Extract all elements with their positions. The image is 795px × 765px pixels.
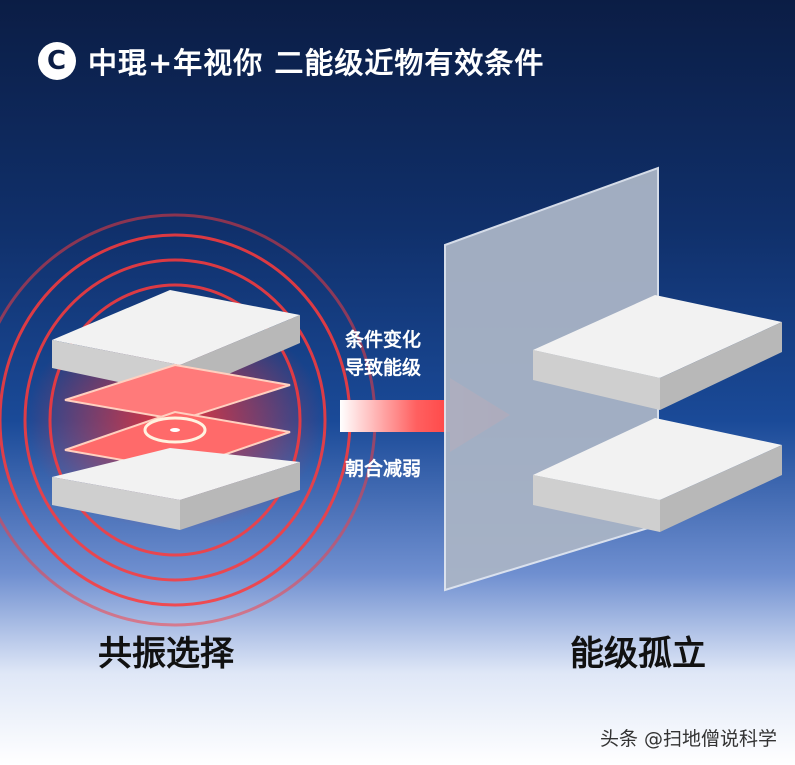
resonant-plates bbox=[52, 290, 300, 530]
arrow-label-top: 条件变化 导致能级 bbox=[345, 326, 421, 382]
arrow-label-bottom: 朝合减弱 bbox=[345, 458, 422, 480]
isolated-plates bbox=[533, 295, 782, 532]
caption-right: 能级孤立 bbox=[570, 634, 706, 674]
watermark: 头条 @扫地僧说科学 bbox=[599, 728, 777, 750]
label-line: 条件变化 bbox=[345, 329, 422, 351]
header-title: C 中琨+年视你 二能级近物有效条件 bbox=[38, 40, 544, 82]
logo-icon: C bbox=[38, 42, 76, 80]
caption-left: 共振选择 bbox=[98, 634, 234, 674]
title-text: 中琨+年视你 二能级近物有效条件 bbox=[88, 46, 545, 80]
label-line: 导致能级 bbox=[345, 357, 422, 379]
